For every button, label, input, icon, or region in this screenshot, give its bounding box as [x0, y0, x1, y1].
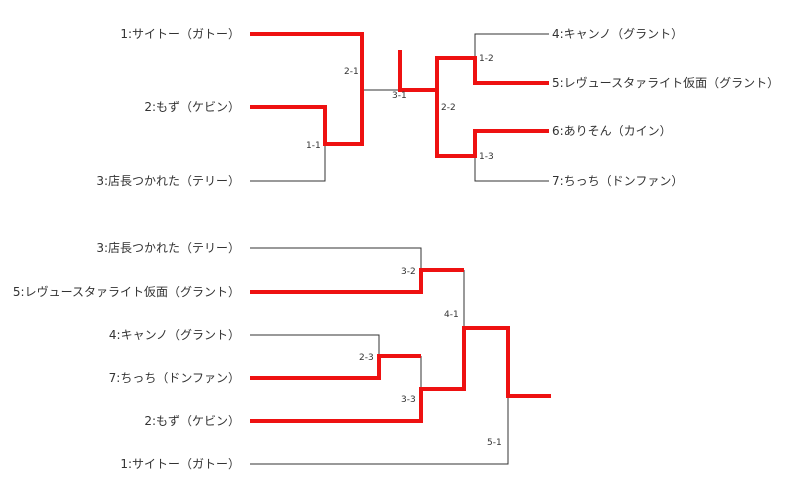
win-top-p2 — [250, 90, 364, 146]
line-top-p4 — [474, 33, 549, 58]
line-bot-p1 — [250, 396, 509, 465]
win-top-p5 — [435, 56, 549, 90]
top-match-1-1: 1-1 — [306, 141, 321, 151]
win-bot-p2 — [250, 326, 551, 423]
win-top-final-stub — [398, 50, 437, 92]
top-left-player-1: 1:サイトー（ガトー） — [120, 27, 240, 41]
win-bot-p7 — [250, 354, 421, 380]
top-match-2-1: 2-1 — [344, 67, 359, 77]
top-right-player-3: 6:ありそん（カイン） — [552, 124, 672, 138]
line-bot-p4 — [250, 334, 380, 356]
bracket-bottom: 3:店長つかれた（テリー） 5:レヴュースタァライト仮面（グラント） 4:キャン… — [13, 241, 551, 471]
bracket-top: 1:サイトー（ガトー） 2:もず（ケビン） 3:店長つかれた（テリー） 4:キャ… — [96, 27, 779, 188]
bot-player-1: 3:店長つかれた（テリー） — [96, 241, 240, 255]
bot-player-5: 2:もず（ケビン） — [144, 414, 240, 428]
bot-player-2: 5:レヴュースタァライト仮面（グラント） — [13, 284, 240, 299]
top-right-player-2: 5:レヴュースタァライト仮面（グラント） — [552, 75, 779, 90]
bot-match-4-1: 4-1 — [444, 310, 459, 320]
bot-match-3-2: 3-2 — [401, 267, 416, 277]
top-left-player-3: 3:店長つかれた（テリー） — [96, 174, 240, 188]
line-top-p3 — [250, 144, 326, 182]
line-top-p7 — [474, 156, 549, 182]
bot-match-5-1: 5-1 — [487, 438, 502, 448]
top-match-3-1: 3-1 — [392, 91, 407, 101]
top-right-player-1: 4:キャンノ（グラント） — [552, 27, 683, 41]
bot-player-3: 4:キャンノ（グラント） — [109, 328, 240, 342]
bot-player-4: 7:ちっち（ドンファン） — [109, 371, 240, 385]
bot-match-3-3: 3-3 — [401, 395, 416, 405]
bot-player-6: 1:サイトー（ガトー） — [120, 457, 240, 471]
top-match-1-3: 1-3 — [479, 152, 494, 162]
top-match-1-2: 1-2 — [479, 54, 494, 64]
bot-match-2-3: 2-3 — [359, 353, 374, 363]
top-left-player-2: 2:もず（ケビン） — [144, 100, 240, 114]
win-top-p6 — [435, 90, 549, 158]
top-match-2-2: 2-2 — [441, 103, 456, 113]
win-top-p1 — [250, 32, 364, 90]
win-bot-p5 — [250, 268, 464, 294]
top-right-player-4: 7:ちっち（ドンファン） — [552, 174, 683, 188]
line-bot-p3 — [250, 247, 422, 270]
